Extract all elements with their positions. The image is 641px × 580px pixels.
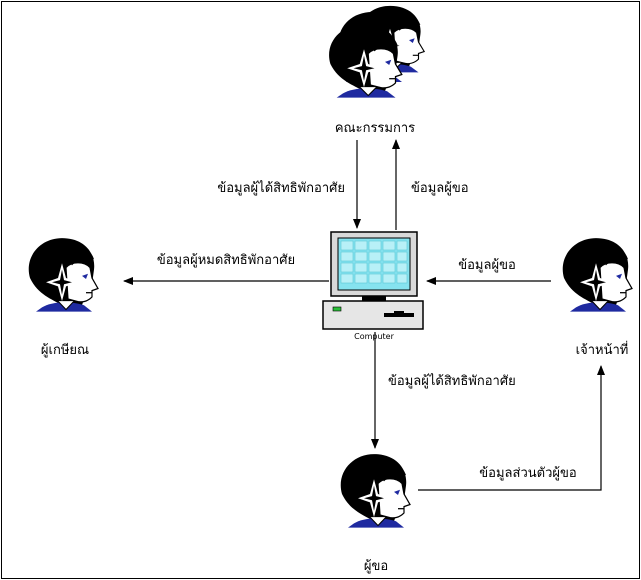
- computer-icon: [322, 231, 424, 330]
- flow-committee-to-computer: ข้อมูลผู้ได้สิทธิพักอาศัย: [217, 140, 361, 229]
- flow-computer-to-committee: ข้อมูลผู้ขอ: [392, 139, 469, 230]
- committee-node: คณะกรรมการ: [328, 5, 425, 136]
- person-icon: [562, 237, 633, 313]
- staff-node: เจ้าหน้าที่: [562, 237, 633, 358]
- flow-computer-to-retiree: ข้อมูลผู้หมดสิทธิพักอาศัย: [123, 253, 329, 285]
- applicant-label: ผู้ขอ: [364, 559, 388, 574]
- staff-label: เจ้าหน้าที่: [576, 341, 629, 358]
- flow-label: ข้อมูลผู้ได้สิทธิพักอาศัย: [388, 373, 516, 389]
- flow-applicant-to-staff: ข้อมูลส่วนตัวผู้ขอ: [418, 365, 605, 491]
- retiree-label: ผู้เกษียณ: [41, 342, 89, 358]
- flow-staff-to-computer: ข้อมูลผู้ขอ: [426, 258, 551, 285]
- computer-node: Computer: [322, 231, 424, 341]
- person-group-icon: [328, 5, 425, 99]
- flow-label: ข้อมูลส่วนตัวผู้ขอ: [479, 466, 576, 481]
- flow-label: ข้อมูลผู้ขอ: [458, 258, 516, 273]
- retiree-node: ผู้เกษียณ: [28, 237, 99, 358]
- flow-computer-to-applicant: ข้อมูลผู้ได้สิทธิพักอาศัย: [371, 332, 516, 449]
- person-icon: [340, 453, 411, 529]
- person-icon: [28, 237, 99, 313]
- flow-label: ข้อมูลผู้ได้สิทธิพักอาศัย: [217, 180, 345, 196]
- committee-label: คณะกรรมการ: [335, 121, 415, 136]
- computer-label: Computer: [354, 332, 394, 341]
- flow-label: ข้อมูลผู้หมดสิทธิพักอาศัย: [157, 253, 295, 268]
- applicant-node: ผู้ขอ: [340, 453, 411, 574]
- flow-label: ข้อมูลผู้ขอ: [411, 181, 469, 196]
